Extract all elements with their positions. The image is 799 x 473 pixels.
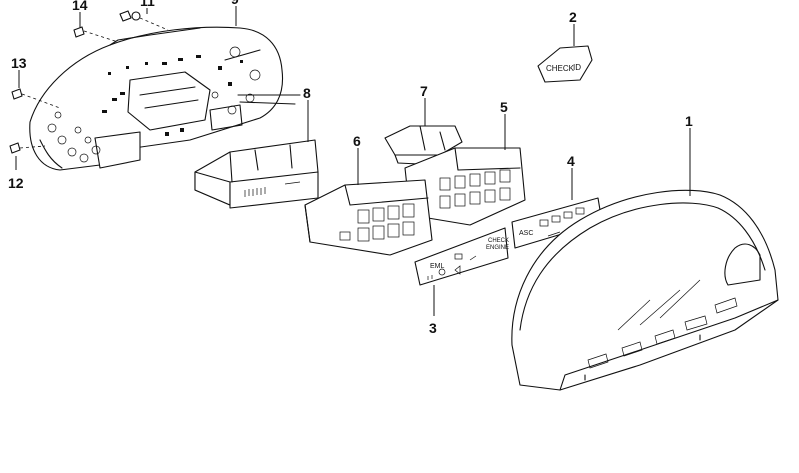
screw-part-13	[11, 88, 61, 109]
connector-6-cells	[339, 203, 415, 242]
callout-11: 11	[140, 0, 155, 9]
callout-13: 13	[11, 55, 27, 71]
callout-4: 4	[567, 153, 575, 169]
check-id-suffix: ID	[573, 63, 581, 72]
callout-6: 6	[353, 133, 361, 149]
warning-strip-part-3: EML CHECK ENGINE	[414, 227, 509, 286]
check-engine-line1: CHECK	[488, 238, 509, 244]
cluster-housing-part-1	[511, 189, 779, 391]
screw-part-14	[73, 26, 119, 43]
emil-text: EML	[430, 263, 445, 270]
housing-display-slots	[587, 279, 738, 369]
circuit-board-part-9	[29, 26, 301, 171]
callout-7: 7	[420, 83, 428, 99]
callout-3: 3	[429, 320, 437, 336]
leader-lines	[15, 6, 691, 316]
asc-text: ASC	[519, 230, 533, 237]
callout-14: 14	[72, 0, 88, 13]
callout-8: 8	[303, 85, 311, 101]
screw-part-12	[9, 142, 46, 154]
callout-numbers: 14 11 9 13 12 8 7 5 6 2 4 3 1	[8, 0, 693, 336]
callout-5: 5	[500, 99, 508, 115]
check-engine-line2: ENGINE	[486, 245, 509, 251]
connector-8-vents	[244, 181, 301, 197]
check-id-label-part-2: CHECK ID	[537, 45, 593, 83]
screw-part-11	[119, 10, 169, 31]
connector-5-cells	[439, 169, 511, 209]
check-id-text: CHECK	[546, 64, 575, 73]
callout-1: 1	[685, 113, 693, 129]
connector-part-6	[304, 179, 433, 256]
callout-9: 9	[231, 0, 239, 7]
warning-strip-symbols	[427, 253, 477, 280]
callout-2: 2	[569, 9, 577, 25]
connector-part-8	[194, 139, 319, 209]
callout-12: 12	[8, 175, 24, 191]
